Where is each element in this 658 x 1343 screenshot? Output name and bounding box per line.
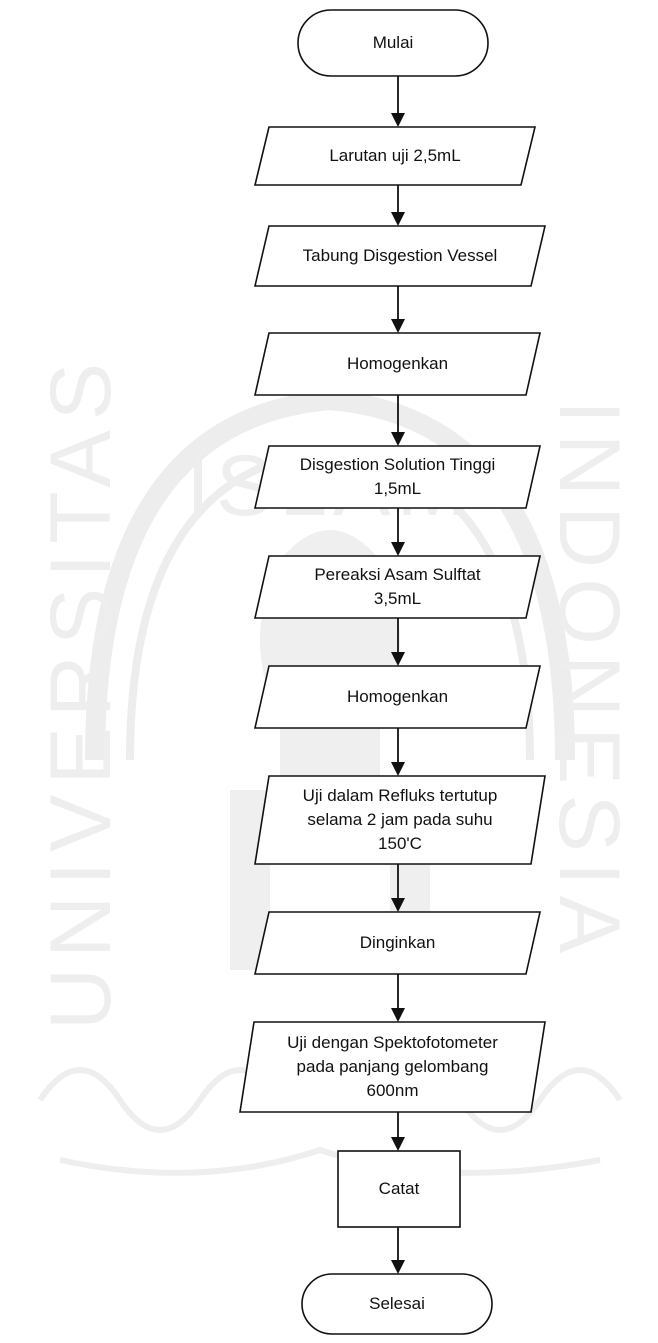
flow-node-step-4 xyxy=(253,445,542,509)
connector-arrowhead-1 xyxy=(391,113,405,127)
connector-arrowhead-10 xyxy=(391,1137,405,1151)
flow-node-label-step-10: Catat xyxy=(378,1179,420,1198)
flow-node-step-3 xyxy=(253,332,542,396)
flow-node-end xyxy=(301,1273,493,1335)
flow-node-step-9 xyxy=(239,1021,546,1113)
flow-node-label-step-2: Tabung Disgestion Vessel xyxy=(302,246,498,265)
connector-arrowhead-2 xyxy=(391,212,405,226)
connector-arrowhead-11 xyxy=(391,1260,405,1274)
flow-node-step-6 xyxy=(253,665,542,729)
flow-node-step-7 xyxy=(254,775,546,865)
flow-node-step-10 xyxy=(337,1150,461,1228)
flow-node-label-step-4: Disgestion Solution Tinggi 1,5mL xyxy=(299,455,496,498)
flow-node-label-step-1: Larutan uji 2,5mL xyxy=(329,146,461,165)
flow-node-label-start: Mulai xyxy=(372,33,414,52)
flow-node-label-step-6: Homogenkan xyxy=(346,687,449,706)
connector-arrowhead-5 xyxy=(391,542,405,556)
flow-node-label-end: Selesai xyxy=(369,1294,425,1313)
flow-node-label-step-7: Uji dalam Refluks tertutup selama 2 jam … xyxy=(302,786,498,853)
flow-node-step-2 xyxy=(253,225,547,287)
connector-arrowhead-3 xyxy=(391,319,405,333)
connector-arrowhead-6 xyxy=(391,652,405,666)
connector-arrowhead-8 xyxy=(391,898,405,912)
flow-node-step-8 xyxy=(253,911,542,975)
flow-node-start xyxy=(297,9,489,77)
flow-node-step-1 xyxy=(253,126,537,186)
flow-node-label-step-8: Dinginkan xyxy=(359,933,436,952)
flow-node-label-step-9: Uji dengan Spektofotometer pada panjang … xyxy=(287,1033,498,1100)
connector-arrowhead-9 xyxy=(391,1008,405,1022)
flow-node-label-step-5: Pereaksi Asam Sulftat 3,5mL xyxy=(314,565,481,608)
connector-arrowhead-4 xyxy=(391,432,405,446)
flow-node-step-5 xyxy=(253,555,542,619)
flow-node-label-step-3: Homogenkan xyxy=(346,354,449,373)
connector-arrowhead-7 xyxy=(391,762,405,776)
